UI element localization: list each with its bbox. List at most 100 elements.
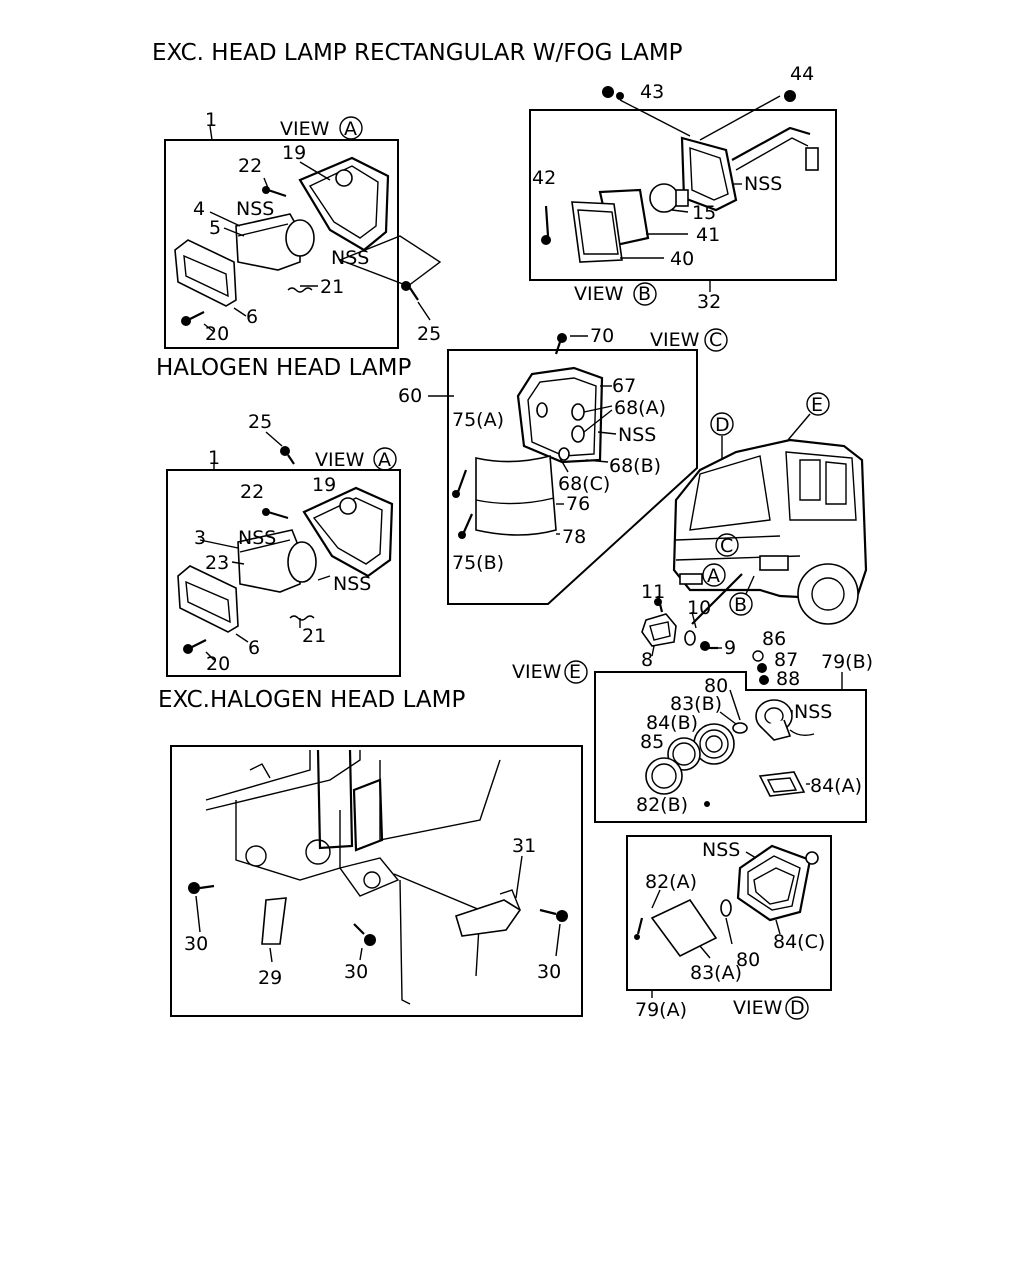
bracket-29: [261, 897, 287, 945]
label-80: 80: [736, 949, 760, 971]
label-88: 88: [776, 668, 800, 690]
title-halogen-head-lamp: HALOGEN HEAD LAMP: [156, 355, 412, 381]
screw-icon: [280, 446, 295, 465]
label-nss: NSS: [702, 839, 740, 861]
label-22: 22: [238, 155, 262, 177]
lamp-unit: [235, 213, 301, 271]
screw-icon: [262, 186, 287, 198]
label-41: 41: [696, 224, 720, 246]
label-84b: 84(B): [646, 712, 698, 734]
label-19: 19: [282, 142, 306, 164]
label-nss: NSS: [331, 247, 369, 269]
panel-frame: [447, 349, 698, 605]
panel-halogen-head-lamp: 1 VIEW A: [164, 109, 442, 349]
label-75b: 75(B): [452, 552, 504, 574]
bracket-31: [455, 899, 522, 937]
svg-text:C: C: [709, 329, 722, 351]
label-84a: 84(A): [810, 775, 862, 797]
label-4: 4: [193, 198, 205, 220]
svg-text:VIEW: VIEW: [280, 118, 330, 140]
bolt-icon: [539, 908, 568, 922]
screw-icon: [700, 641, 718, 651]
label-19: 19: [312, 474, 336, 496]
label-87: 87: [774, 649, 798, 671]
label-3: 3: [194, 527, 206, 549]
panel-marker-lamp: NSS 82(A) 80 84(C) 83(A) 79(A) VIEW D: [626, 835, 832, 1021]
view-b-label: VIEW B: [574, 282, 657, 306]
view-e-label: VIEW E: [512, 660, 588, 684]
nut-icon: [602, 86, 624, 100]
label-42: 42: [532, 167, 556, 189]
view-d-label: VIEW D: [733, 996, 809, 1020]
screw-icon: [458, 513, 474, 539]
bulb-icon: [649, 183, 689, 213]
label-83b: 83(B): [670, 693, 722, 715]
lens-icon: [693, 723, 735, 765]
panel-frame: [170, 745, 583, 1017]
bulb-icon: [732, 722, 748, 734]
svg-text:VIEW: VIEW: [733, 997, 783, 1019]
callout-c: C: [715, 533, 739, 557]
label-79a: 79(A): [635, 999, 687, 1021]
panel-frame: [164, 139, 399, 349]
side-marker-group: 11 10 9 8: [641, 573, 743, 671]
svg-text:D: D: [790, 997, 805, 1019]
bulb-icon: [720, 899, 732, 917]
screw-icon: [704, 801, 710, 807]
label-nss: NSS: [618, 424, 656, 446]
screw-icon: [183, 639, 207, 654]
label-nss: NSS: [238, 527, 276, 549]
label-30: 30: [537, 961, 561, 983]
callout-a: A: [702, 563, 726, 587]
spring-icon: [289, 615, 315, 621]
label-21: 21: [302, 625, 326, 647]
truck-cab: [672, 438, 868, 602]
label-83a: 83(A): [690, 962, 742, 984]
title-exc-halogen-head-lamp: EXC.HALOGEN HEAD LAMP: [158, 687, 465, 713]
label-78: 78: [562, 526, 586, 548]
title-fog-lamp: EXC. HEAD LAMP RECTANGULAR W/FOG LAMP: [152, 40, 683, 66]
svg-text:A: A: [344, 118, 357, 140]
screw-icon: [452, 469, 468, 498]
label-15: 15: [692, 202, 716, 224]
label-1: 1: [205, 109, 217, 131]
bezel: [174, 239, 237, 307]
label-67: 67: [612, 375, 636, 397]
marker-housing: [736, 844, 819, 922]
lamp-unit: [237, 529, 301, 593]
fog-lamp-housing: [680, 136, 738, 212]
panel-rear-lamp: VIEW C 70 60: [398, 325, 728, 605]
label-80: 80: [704, 675, 728, 697]
label-31: 31: [512, 835, 536, 857]
label-nss: NSS: [333, 573, 371, 595]
label-76: 76: [566, 493, 590, 515]
label-23: 23: [205, 552, 229, 574]
callout-d: D: [710, 412, 734, 460]
panel-frame: [166, 469, 401, 677]
label-22: 22: [240, 481, 264, 503]
bolt-icon: [353, 923, 376, 946]
truck-illustration: D E C A B: [672, 392, 868, 625]
svg-text:A: A: [378, 449, 391, 471]
label-5: 5: [209, 217, 221, 239]
svg-text:VIEW: VIEW: [650, 329, 700, 351]
rim-icon: [645, 757, 683, 795]
label-85: 85: [640, 731, 664, 753]
svg-text:VIEW: VIEW: [512, 661, 562, 683]
label-68b: 68(B): [609, 455, 661, 477]
screw-icon: [654, 595, 664, 613]
lens: [571, 201, 623, 263]
screw-icon: [541, 205, 551, 245]
connector-icon: [805, 147, 819, 171]
bolt-icon: [188, 882, 215, 894]
marker-housing: [755, 699, 815, 741]
label-6: 6: [248, 637, 260, 659]
base-icon: [758, 771, 806, 797]
panel-bracket: 31 30 29 30 30: [170, 745, 583, 1017]
svg-text:B: B: [638, 283, 651, 305]
label-29: 29: [258, 967, 282, 989]
panel-frame: [529, 109, 837, 281]
label-68a: 68(A): [614, 397, 666, 419]
view-a-label: VIEW A: [280, 116, 363, 140]
